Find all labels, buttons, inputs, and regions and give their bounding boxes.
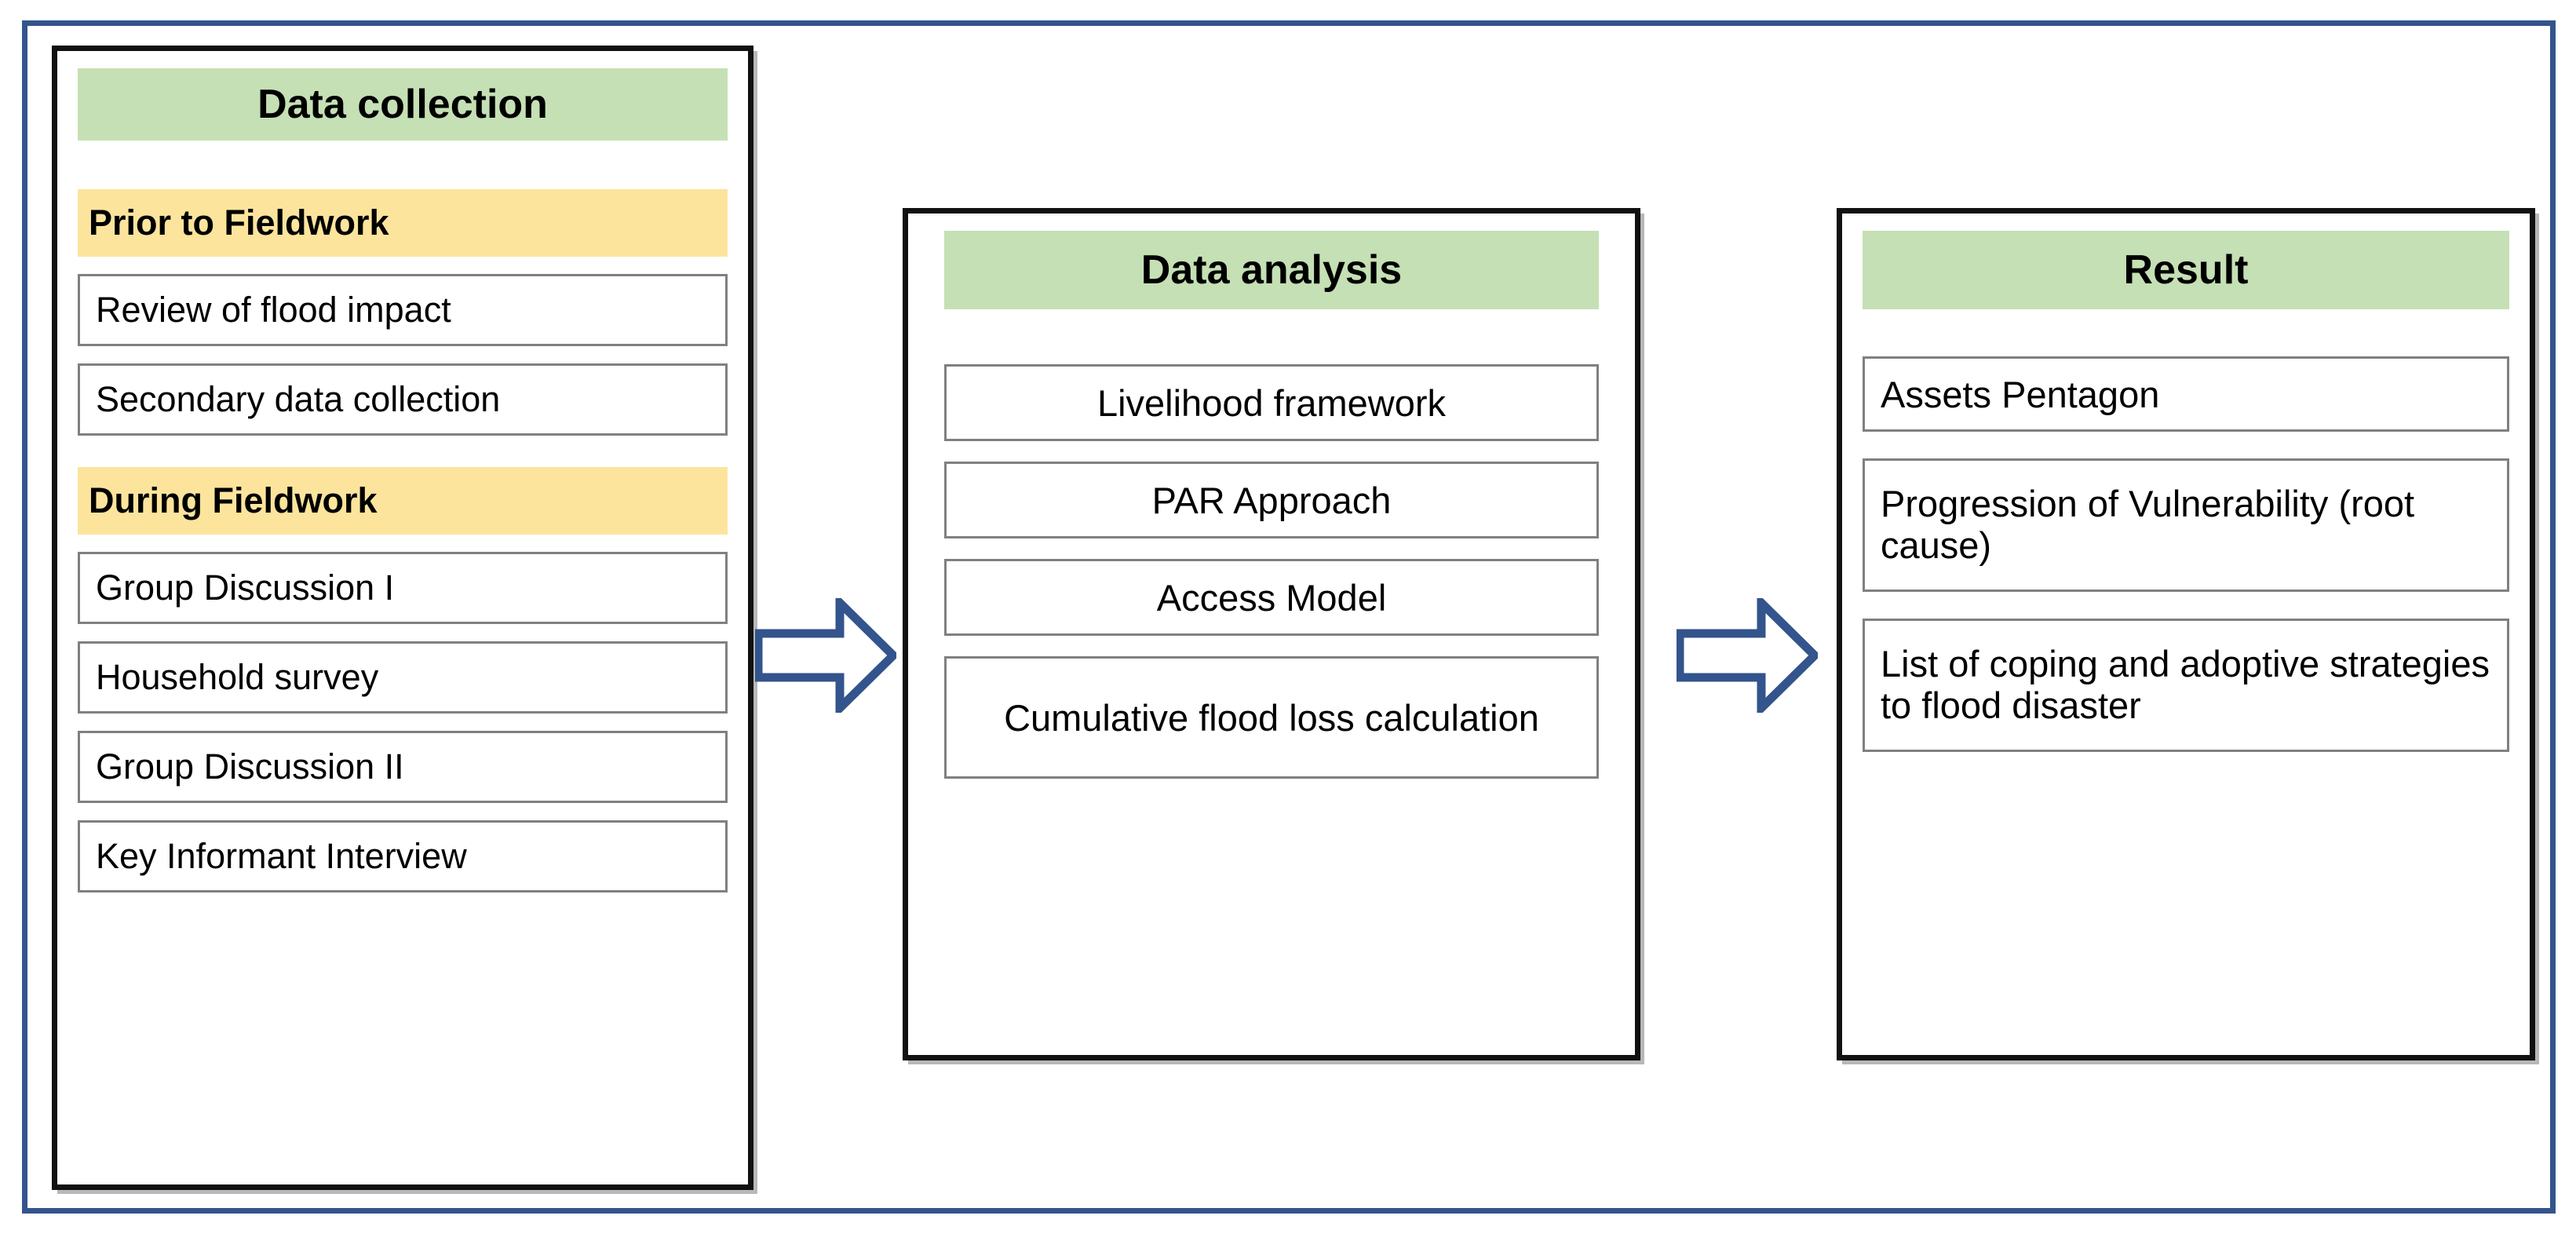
list-item-coping-and-adoptive-strategies[interactable]: List of coping and adoptive strategies t…: [1863, 619, 2509, 752]
list-item-key-informant-interview[interactable]: Key Informant Interview: [78, 820, 728, 892]
list-item-progression-of-vulnerability[interactable]: Progression of Vulnerability (root cause…: [1863, 458, 2509, 592]
spacer: [78, 803, 728, 820]
subheader-prior-to-fieldwork: Prior to Fieldwork: [78, 189, 728, 257]
subheader-during-fieldwork: During Fieldwork: [78, 467, 728, 535]
spacer: [78, 141, 728, 189]
list-item-group-discussion-1[interactable]: Group Discussion I: [78, 552, 728, 624]
data-collection-header: Data collection: [78, 68, 728, 141]
list-item-review-of-flood-impact[interactable]: Review of flood impact: [78, 274, 728, 346]
spacer: [78, 346, 728, 363]
spacer: [944, 309, 1599, 364]
panel-data-collection-body: Data collection Prior to Fieldwork Revie…: [57, 51, 748, 1184]
list-item-cumulative-flood-loss-calculation[interactable]: Cumulative flood loss calculation: [944, 656, 1599, 779]
spacer: [78, 624, 728, 641]
list-item-household-survey[interactable]: Household survey: [78, 641, 728, 714]
data-analysis-header: Data analysis: [944, 231, 1599, 309]
spacer: [78, 714, 728, 731]
list-item-secondary-data-collection[interactable]: Secondary data collection: [78, 363, 728, 436]
spacer: [1863, 592, 2509, 619]
list-item-progression-of-vulnerability-label: Progression of Vulnerability (root cause…: [1881, 483, 2415, 566]
spacer: [78, 436, 728, 467]
list-item-par-approach[interactable]: PAR Approach: [944, 462, 1599, 538]
spacer: [78, 257, 728, 274]
result-header: Result: [1863, 231, 2509, 309]
list-item-livelihood-framework[interactable]: Livelihood framework: [944, 364, 1599, 441]
right-block-arrow-icon-collection-to-analysis: [753, 592, 899, 719]
panel-result: Result Assets Pentagon Progression of Vu…: [1837, 208, 2535, 1060]
list-item-assets-pentagon[interactable]: Assets Pentagon: [1863, 356, 2509, 432]
spacer: [78, 535, 728, 552]
list-item-coping-and-adoptive-strategies-label: List of coping and adoptive strategies t…: [1881, 643, 2490, 726]
spacer: [1863, 309, 2509, 356]
right-block-arrow-icon-analysis-to-result: [1675, 592, 1821, 719]
spacer: [944, 441, 1599, 462]
list-item-group-discussion-2[interactable]: Group Discussion II: [78, 731, 728, 803]
panel-data-analysis-body: Data analysis Livelihood framework PAR A…: [908, 214, 1635, 1055]
spacer: [944, 538, 1599, 559]
panel-data-collection: Data collection Prior to Fieldwork Revie…: [52, 46, 753, 1190]
panel-result-body: Result Assets Pentagon Progression of Vu…: [1842, 214, 2530, 1055]
panel-data-analysis: Data analysis Livelihood framework PAR A…: [903, 208, 1640, 1060]
spacer: [944, 636, 1599, 656]
spacer: [1863, 432, 2509, 458]
list-item-access-model[interactable]: Access Model: [944, 559, 1599, 636]
